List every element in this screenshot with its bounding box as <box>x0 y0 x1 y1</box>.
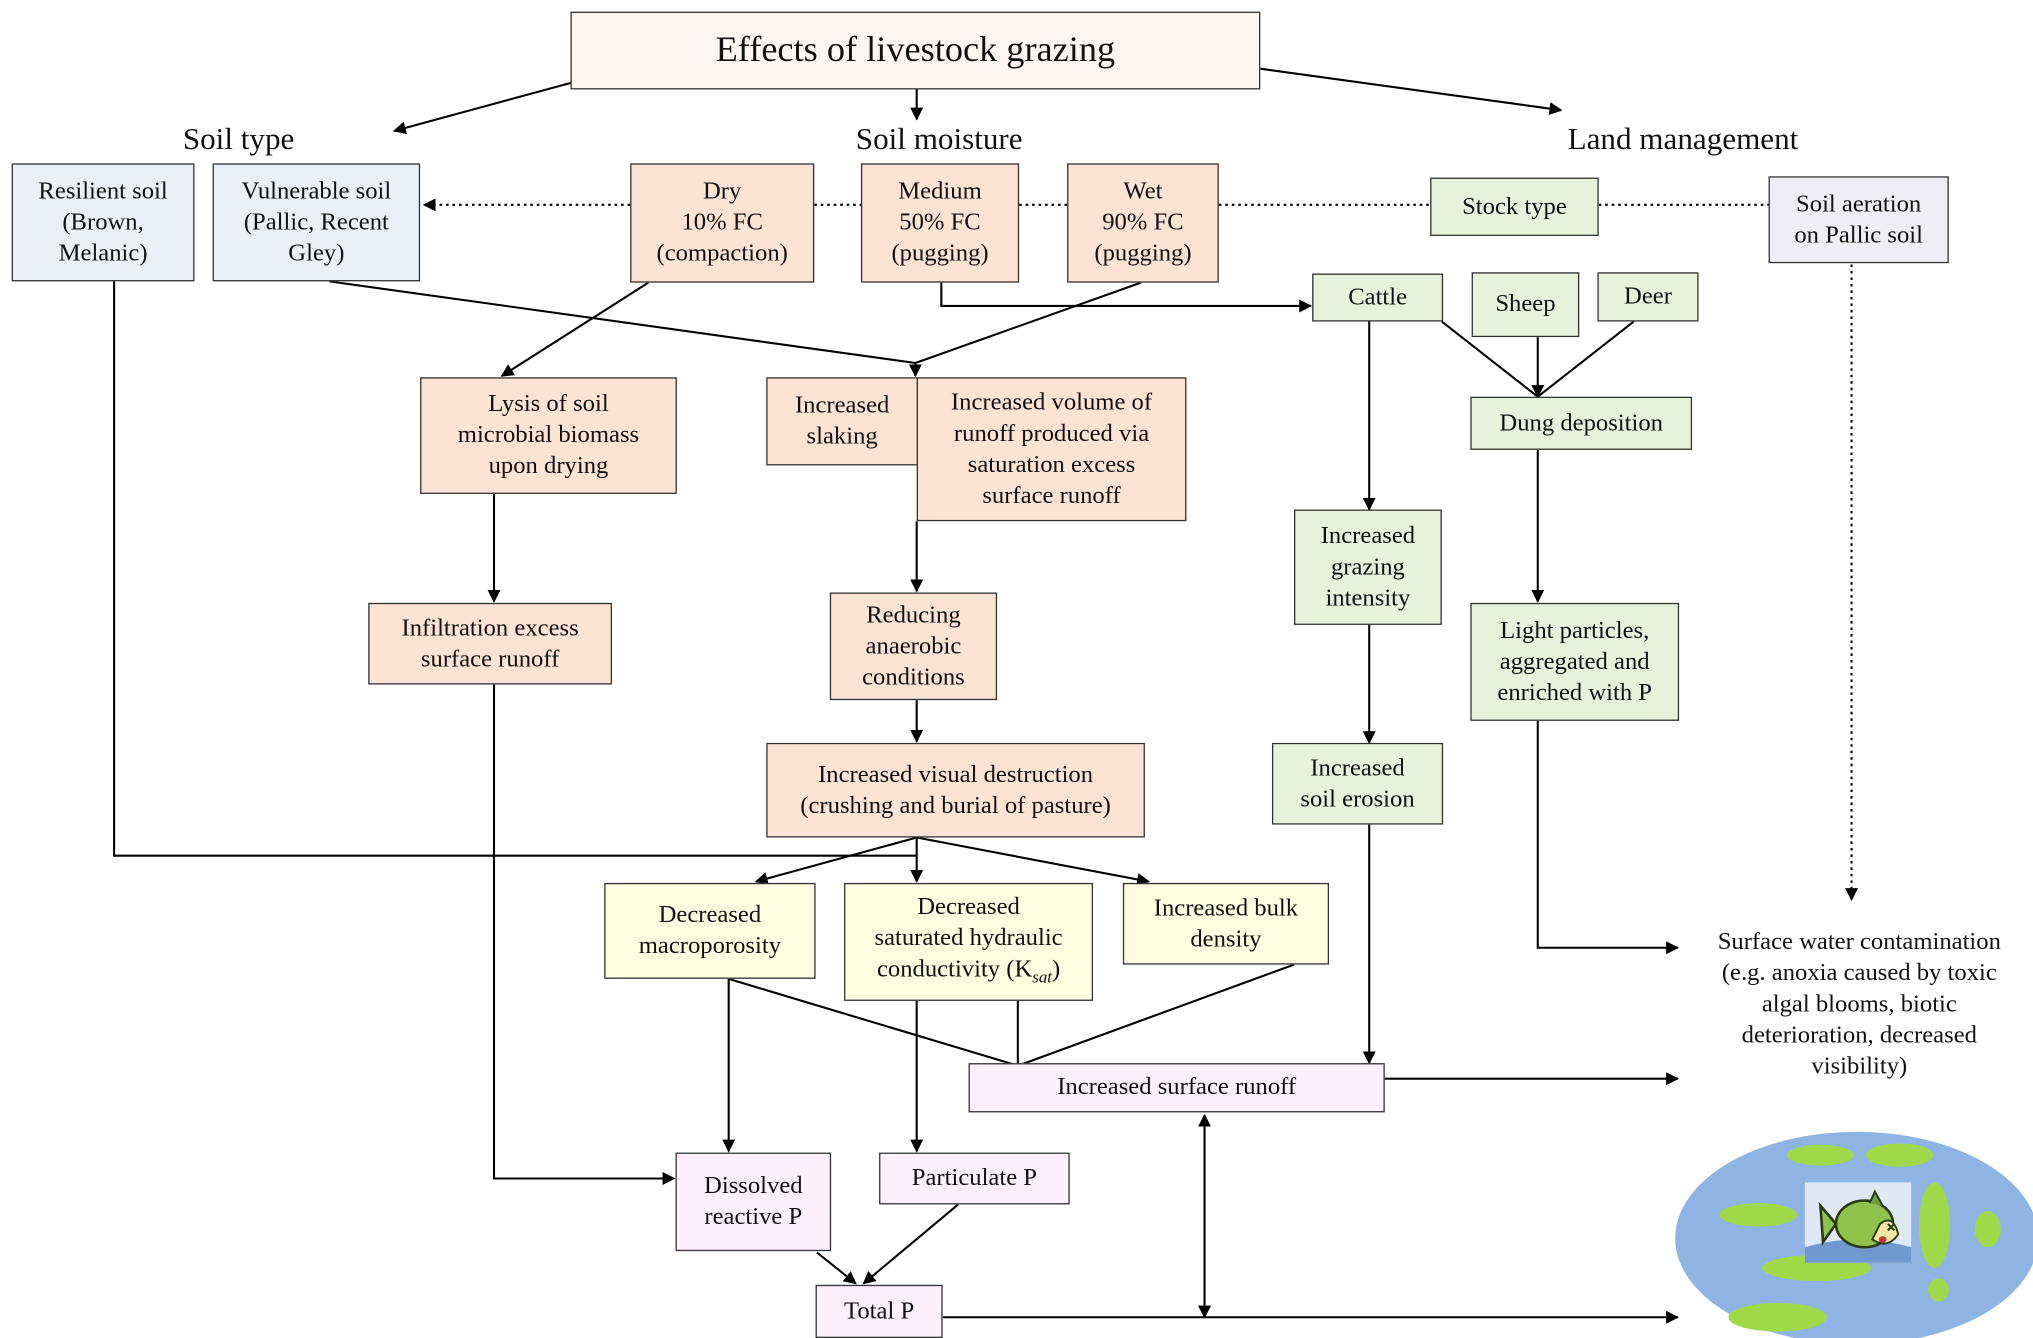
soil-aeration-box: Soil aeration on Pallic soil <box>1768 176 1949 264</box>
vulnerable-soil-box: Vulnerable soil (Pallic, Recent Gley) <box>212 163 421 282</box>
polluted-lake-icon <box>1675 1131 2033 1338</box>
arrow-destruction-to-macroporosity <box>754 836 917 885</box>
medium-moisture-box: Medium 50% FC (pugging) <box>860 163 1020 283</box>
dung-deposition-box: Dung deposition <box>1470 396 1693 450</box>
heading-land-management: Land management <box>1567 123 1799 157</box>
cattle-box: Cattle <box>1312 273 1444 322</box>
arrow-particulate-to-total <box>862 1203 959 1285</box>
line-bulk-density-to-runoff <box>1017 963 1295 1067</box>
anaerobic-box: Reducing anaerobic conditions <box>829 592 998 701</box>
dead-fish-icon <box>1804 1182 1912 1263</box>
dissolved-p-box: Dissolved reactive P <box>675 1152 832 1252</box>
visual-destruction-box: Increased visual destruction (crushing a… <box>766 742 1145 838</box>
line-wet-to-junction <box>915 281 1142 364</box>
arrow-title-land-management <box>1260 67 1563 116</box>
ksat-label: conductivity (K <box>876 954 1033 983</box>
arrow-dissolved-to-total <box>816 1251 857 1285</box>
arrow-title-soil-type <box>392 81 571 135</box>
runoff-volume-box: Increased volume of runoff produced via … <box>916 377 1187 522</box>
diagram-title: Effects of livestock grazing <box>570 11 1261 90</box>
lysis-box: Lysis of soil microbial biomass upon dry… <box>420 377 677 494</box>
line-vulnerable-to-junction <box>329 280 916 365</box>
light-particles-box: Light particles, aggregated and enriched… <box>1470 602 1680 721</box>
heading-soil-type: Soil type <box>182 123 295 157</box>
dry-moisture-box: Dry 10% FC (compaction) <box>630 163 815 283</box>
stock-type-box: Stock type <box>1430 177 1599 236</box>
infiltration-excess-box: Infiltration excess surface runoff <box>368 602 612 685</box>
deer-box: Deer <box>1597 272 1699 322</box>
soil-erosion-box: Increased soil erosion <box>1271 742 1444 825</box>
surface-runoff-box: Increased surface runoff <box>968 1063 1385 1113</box>
grazing-intensity-box: Increased grazing intensity <box>1294 509 1442 625</box>
ksat-subscript: sat <box>1032 966 1052 986</box>
macroporosity-box: Decreased macroporosity <box>604 882 816 979</box>
total-p-box: Total P <box>815 1284 943 1338</box>
ksat-close: ) <box>1051 954 1061 983</box>
line-cattle-to-dung <box>1441 320 1539 398</box>
heading-soil-moisture: Soil moisture <box>855 123 1023 157</box>
ksat-box: Decreased saturated hydraulic conductivi… <box>844 882 1094 1001</box>
resilient-soil-box: Resilient soil (Brown, Melanic) <box>11 163 195 282</box>
surface-water-contamination-text: Surface water contamination (e.g. anoxia… <box>1717 928 2001 1080</box>
line-resilient-to-destruction <box>113 281 917 857</box>
arrow-medium-to-cattle <box>940 282 1313 313</box>
arrow-dry-to-lysis <box>500 281 649 377</box>
wet-moisture-box: Wet 90% FC (pugging) <box>1067 163 1219 283</box>
sheep-box: Sheep <box>1471 272 1580 338</box>
particulate-p-box: Particulate P <box>879 1152 1070 1205</box>
line-macroporosity-to-runoff <box>728 977 1019 1067</box>
line-deer-to-dung <box>1537 320 1635 398</box>
arrow-destruction-to-bulk-density <box>916 836 1151 886</box>
slaking-box: Increased slaking <box>766 377 918 466</box>
bulk-density-box: Increased bulk density <box>1122 882 1330 965</box>
arrow-infiltration-to-dissolved <box>492 684 676 1186</box>
arrow-particles-to-contamination <box>1536 720 1680 955</box>
